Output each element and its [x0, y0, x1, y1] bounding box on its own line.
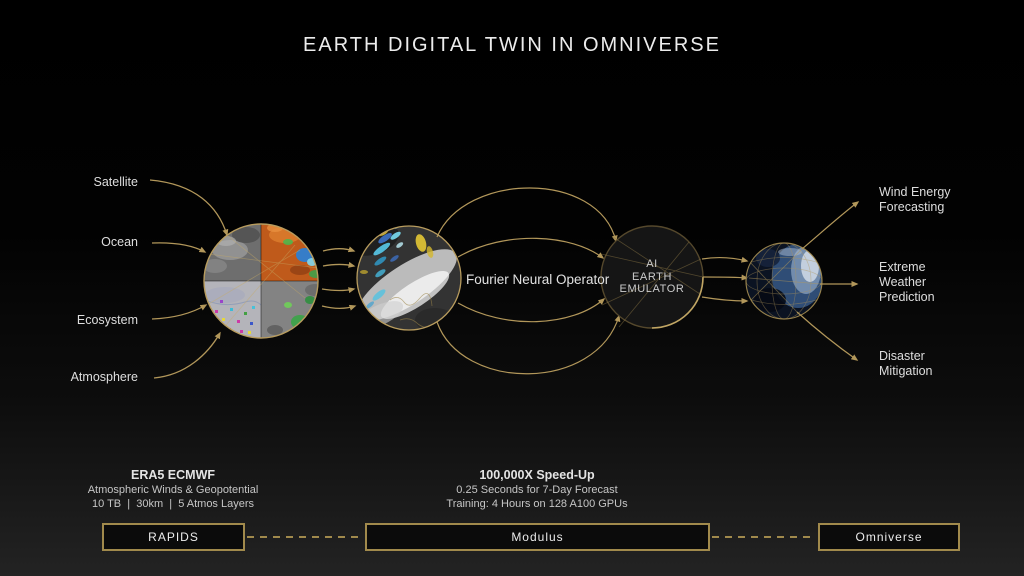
input-label-atmosphere: Atmosphere — [70, 370, 138, 384]
output-weather-line-3: Prediction — [879, 290, 935, 304]
stats-era5-specs: 10 TB | 30km | 5 Atmos Layers — [91, 498, 255, 510]
platform-label-modulus: Modulus — [511, 530, 564, 544]
output-weather-line-2: Weather — [879, 275, 927, 289]
output-label-extreme-weather: Extreme Weather Prediction — [879, 260, 935, 305]
output-disaster-line-2: Mitigation — [879, 364, 933, 378]
stats-speedup-title: 100,000X Speed-Up — [479, 468, 595, 482]
platform-box-rapids: RAPIDS — [102, 523, 245, 551]
fno-data-globe-rim — [356, 225, 462, 331]
ai-earth-emulator-label: AI EARTH EMULATOR — [597, 258, 707, 296]
ai-earth-emulator-circle — [600, 225, 704, 329]
input-arrows — [149, 179, 229, 379]
stats-era5-detail: Atmospheric Winds & Geopotential — [87, 484, 259, 496]
earth-globe — [746, 243, 822, 319]
emulator-to-earth-arrows — [701, 256, 749, 304]
emulator-line-3: EMULATOR — [619, 283, 685, 295]
stats-era5-title: ERA5 ECMWF — [130, 468, 216, 482]
fno-to-emulator-arcs — [436, 187, 621, 375]
stats-era5: ERA5 ECMWF Atmospheric Winds & Geopotent… — [23, 468, 323, 511]
platform-label-omniverse: Omniverse — [855, 530, 923, 544]
fourier-neural-operator-label: Fourier Neural Operator — [466, 272, 610, 287]
platform-box-omniverse: Omniverse — [818, 523, 960, 551]
stats-speedup-training: Training: 4 Hours on 128 A100 GPUs — [446, 498, 628, 510]
emulator-line-2: EARTH — [631, 270, 673, 283]
platform-connector-left — [247, 536, 363, 538]
stats-speedup-forecast: 0.25 Seconds for 7-Day Forecast — [456, 484, 618, 496]
output-disaster-line-1: Disaster — [879, 349, 925, 363]
input-label-ecosystem: Ecosystem — [76, 313, 138, 327]
data-to-fno-arrows — [321, 246, 357, 311]
platform-box-modulus: Modulus — [365, 523, 710, 551]
stats-speedup: 100,000X Speed-Up 0.25 Seconds for 7-Day… — [387, 468, 687, 511]
fno-data-globe — [357, 226, 461, 330]
output-label-disaster: Disaster Mitigation — [879, 349, 933, 379]
output-weather-line-1: Extreme — [879, 260, 926, 274]
earth-globe-rim — [745, 242, 823, 320]
output-wind-line-2: Forecasting — [879, 200, 945, 214]
output-arrows — [796, 201, 860, 361]
page-title: EARTH DIGITAL TWIN IN OMNIVERSE — [303, 34, 721, 56]
output-wind-line-1: Wind Energy — [879, 185, 951, 199]
output-label-wind-energy: Wind Energy Forecasting — [879, 185, 951, 215]
input-label-ocean: Ocean — [101, 235, 138, 249]
input-label-satellite: Satellite — [93, 175, 138, 189]
observation-data-globe-rim — [203, 223, 319, 339]
emulator-line-1: AI — [646, 258, 658, 270]
platform-connector-right — [712, 536, 816, 538]
platform-label-rapids: RAPIDS — [148, 530, 199, 544]
